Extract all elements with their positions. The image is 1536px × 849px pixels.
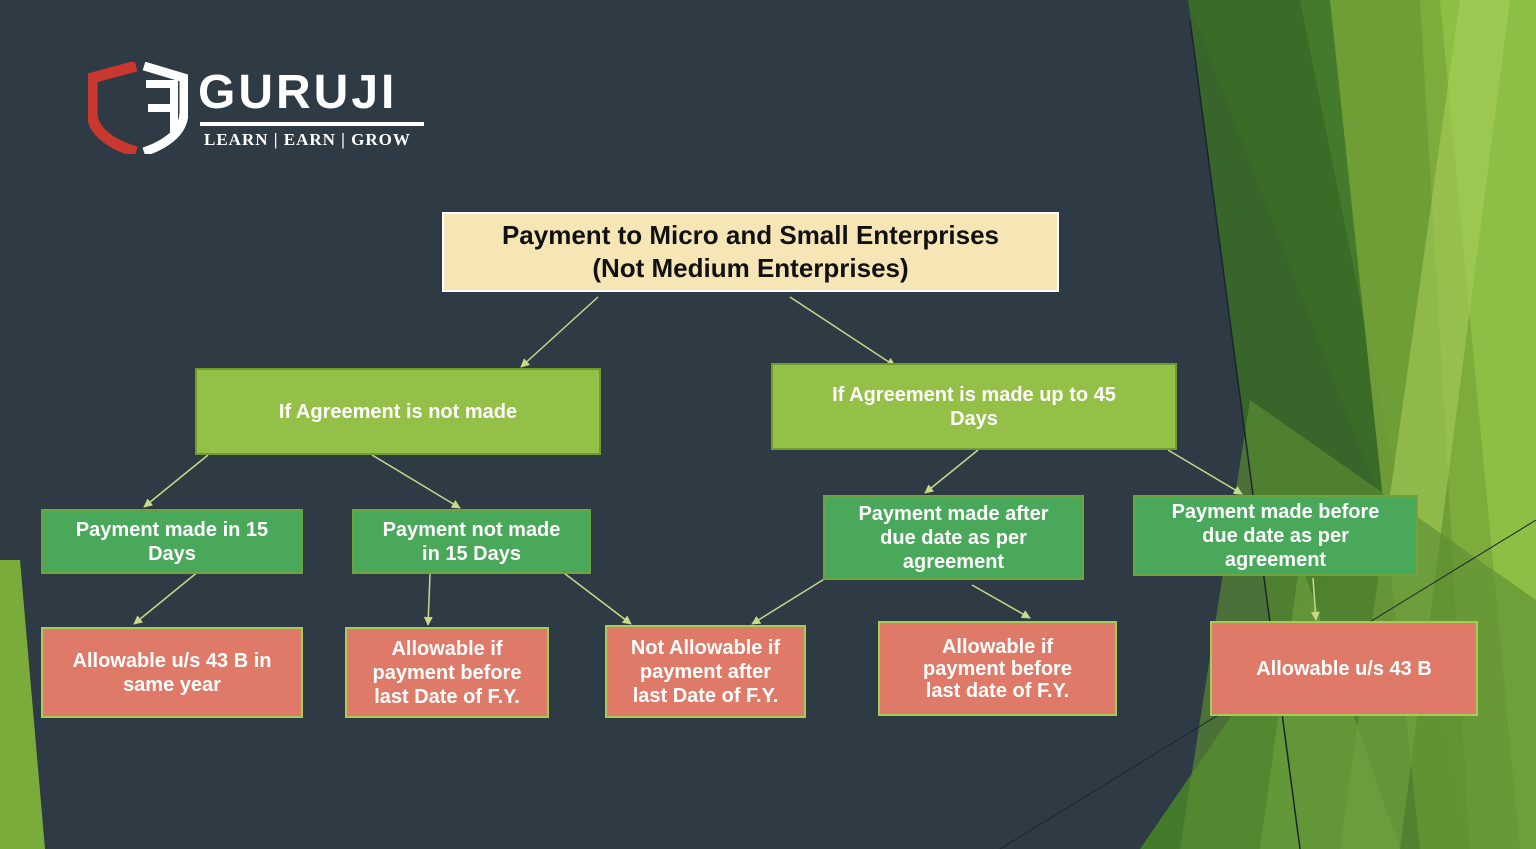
not-allowable-line-2: payment after [639, 660, 772, 683]
logo-tagline: LEARN | EARN | GROW [204, 130, 411, 149]
paid-after-due-line-2: due date as per [880, 526, 1027, 549]
ca-shield-icon [88, 62, 188, 154]
allowable-same-year-line-1: Allowable u/s 43 B in [72, 649, 272, 672]
logo-name: GURUJI [198, 66, 398, 119]
logo-divider [200, 122, 424, 126]
paid-15-days-node: Payment made in 15 Days [41, 509, 303, 574]
allowable-43b-node: Allowable u/s 43 B [1210, 621, 1478, 716]
agreement-45-line-2: Days [950, 407, 998, 430]
allowable-before-fy-2-line-3: last date of F.Y. [925, 679, 1070, 702]
title-line-1: Payment to Micro and Small Enterprises [501, 220, 1000, 250]
allowable-before-fy-2-line-1: Allowable if [941, 635, 1054, 658]
allowable-before-fy-line-1: Allowable if [391, 637, 503, 660]
not-paid-15-days-node: Payment not made in 15 Days [352, 509, 591, 574]
ca-guruji-logo[interactable]: GURUJI LEARN | EARN | GROW [88, 62, 433, 157]
paid-before-due-line-3: agreement [1224, 548, 1327, 571]
paid-15-line-1: Payment made in 15 [75, 518, 269, 541]
paid-after-due-node: Payment made after due date as per agree… [823, 495, 1084, 580]
allowable-before-fy-line-2: payment before [372, 661, 522, 684]
agreement-45-line-1: If Agreement is made up to 45 [832, 383, 1116, 406]
no-agreement-label: If Agreement is not made [278, 400, 518, 423]
paid-after-due-line-3: agreement [902, 550, 1005, 573]
allowable-before-fy-2-node: Allowable if payment before last date of… [878, 621, 1117, 716]
allowable-43b-label: Allowable u/s 43 B [1256, 657, 1432, 680]
allowable-before-fy-line-3: last Date of F.Y. [374, 685, 520, 708]
not-paid-15-line-1: Payment not made [382, 518, 561, 541]
title-line-2: (Not Medium Enterprises) [592, 253, 909, 283]
paid-before-due-line-2: due date as per [1202, 524, 1349, 547]
paid-before-due-node: Payment made before due date as per agre… [1133, 495, 1418, 576]
not-allowable-line-3: last Date of F.Y. [632, 684, 779, 707]
not-allowable-after-fy-node: Not Allowable if payment after last Date… [605, 625, 806, 718]
paid-15-line-2: Days [148, 542, 196, 565]
not-paid-15-line-2: in 15 Days [422, 542, 521, 565]
not-allowable-line-1: Not Allowable if [630, 636, 781, 659]
allowable-before-fy-node: Allowable if payment before last Date of… [345, 627, 549, 718]
paid-before-due-line-1: Payment made before [1171, 500, 1380, 523]
diagram-title: Payment to Micro and Small Enterprises (… [442, 212, 1059, 292]
paid-after-due-line-1: Payment made after [858, 502, 1049, 525]
allowable-same-year-node: Allowable u/s 43 B in same year [41, 627, 303, 718]
agreement-45-node: If Agreement is made up to 45 Days [771, 363, 1177, 450]
no-agreement-node: If Agreement is not made [195, 368, 601, 455]
allowable-same-year-line-2: same year [123, 673, 221, 696]
allowable-before-fy-2-line-2: payment before [923, 657, 1072, 680]
